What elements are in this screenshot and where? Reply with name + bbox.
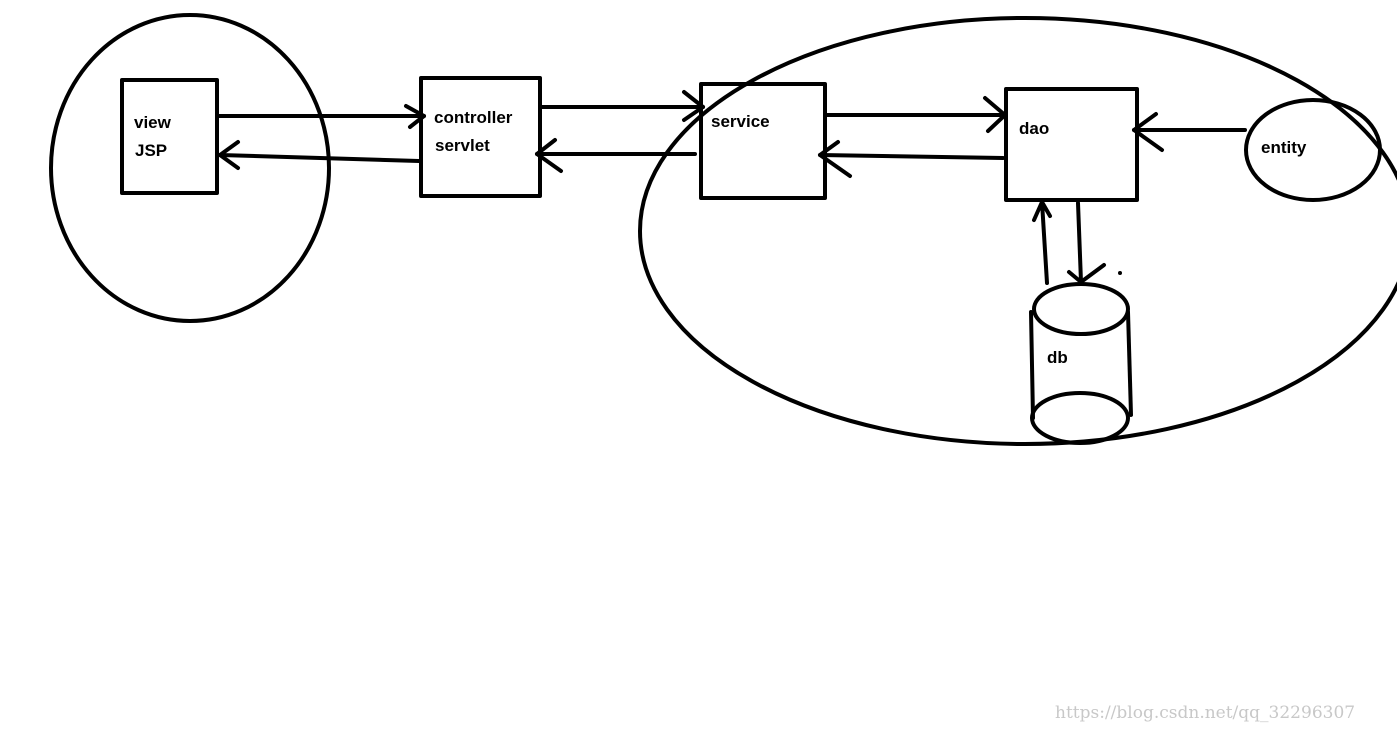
- watermark-url: https://blog.csdn.net/qq_32296307: [1055, 703, 1355, 723]
- arrow-dao-to-service: [818, 140, 1005, 178]
- arrow-view-to-controller: [216, 104, 426, 129]
- dao-node: dao: [1004, 87, 1139, 202]
- db-top-ellipse: [1032, 282, 1130, 336]
- db-right-side: [1126, 310, 1133, 417]
- db-left-side: [1029, 310, 1035, 420]
- db-bottom-ellipse: [1030, 391, 1130, 445]
- view-group-ellipse: [49, 13, 331, 323]
- entity-label: entity: [1261, 138, 1307, 157]
- servlet-label: servlet: [435, 136, 490, 155]
- controller-box: [419, 76, 542, 198]
- arrow-service-to-controller: [535, 138, 697, 173]
- dao-label: dao: [1019, 119, 1049, 138]
- arrow-entity-to-dao: [1132, 112, 1247, 152]
- dao-box: [1004, 87, 1139, 202]
- controller-label: controller: [434, 108, 513, 127]
- db-label: db: [1047, 348, 1068, 367]
- jsp-label: JSP: [135, 141, 167, 160]
- db-node: db: [1029, 282, 1133, 445]
- service-box: [699, 82, 827, 200]
- arrow-service-to-dao: [824, 96, 1007, 133]
- view-label: view: [134, 113, 172, 132]
- stray-dot: [1118, 271, 1122, 275]
- arrow-dao-to-db: [1067, 201, 1106, 284]
- view-node: view JSP: [120, 78, 219, 195]
- arrow-controller-to-service: [539, 90, 705, 122]
- arrow-controller-to-view: [218, 140, 421, 170]
- controller-node: controller servlet: [419, 76, 542, 198]
- view-box: [120, 78, 219, 195]
- entity-node: entity: [1244, 98, 1382, 202]
- service-node: service: [699, 82, 827, 200]
- service-label: service: [711, 112, 770, 131]
- entity-ellipse: [1244, 98, 1382, 202]
- arrow-db-to-dao: [1032, 200, 1052, 285]
- backend-group-ellipse: [638, 16, 1397, 446]
